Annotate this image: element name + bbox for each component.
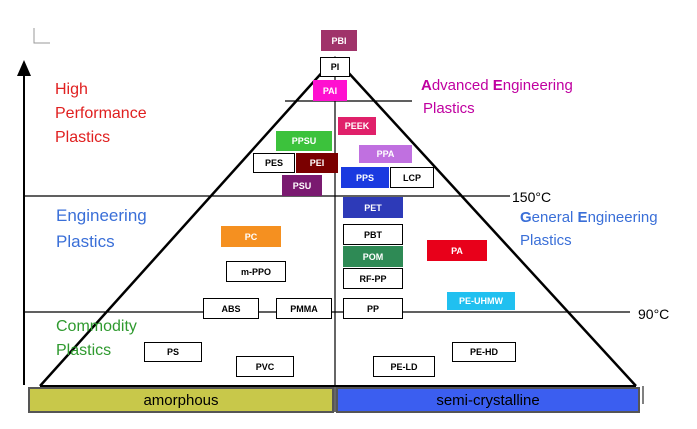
temp-90-label: 90°C: [638, 306, 670, 322]
polymer-pbi: PBI: [321, 30, 357, 51]
polymer-psu: PSU: [282, 175, 322, 196]
temp-150-label: 150°C: [512, 189, 552, 205]
polymer-peek: PEEK: [338, 117, 376, 135]
commodity-plastics-label: Commodity Plastics: [56, 315, 137, 363]
high-performance-line3: Plastics: [55, 129, 111, 146]
polymer-pc: PC: [221, 226, 281, 247]
semi-crystalline-bar: semi-crystalline: [336, 387, 640, 413]
polymer-abs: ABS: [203, 298, 259, 319]
commodity-line1: Commodity: [56, 318, 137, 335]
temperature-axis-arrowhead: [17, 60, 31, 76]
polymer-rf-pp: RF-PP: [343, 268, 403, 289]
polymer-pes: PES: [253, 153, 295, 173]
engineering-plastics-label: Engineering Plastics: [56, 203, 147, 254]
commodity-line2: Plastics: [56, 342, 112, 359]
high-performance-label: High Performance Plastics: [55, 78, 147, 150]
general-engineering-label: General Engineering Plastics: [520, 207, 658, 252]
advanced-engineering-line2: Plastics: [423, 99, 475, 117]
polymer-pet: PET: [343, 197, 403, 218]
polymer-ps: PS: [144, 342, 202, 362]
polymer-pps: PPS: [341, 167, 389, 188]
polymer-pp: PP: [343, 298, 403, 319]
general-engineering-line2: Plastics: [520, 231, 572, 249]
polymer-pai: PAI: [313, 80, 347, 101]
polymer-lcp: LCP: [390, 167, 434, 188]
polymer-ppsu: PPSU: [276, 131, 332, 151]
high-performance-line2: Performance: [55, 105, 147, 122]
polymer-pmma: PMMA: [276, 298, 332, 319]
advanced-engineering-line1: Advanced Engineering: [421, 77, 573, 94]
engineering-line1: Engineering: [56, 206, 147, 225]
polymer-pi: PI: [320, 57, 350, 77]
polymer-pom: POM: [343, 246, 403, 267]
polymer-ppa: PPA: [359, 145, 412, 163]
polymer-pe-ld: PE-LD: [373, 356, 435, 377]
corner-mark: [33, 28, 50, 44]
polymer-pe-uhmw: PE-UHMW: [447, 292, 515, 310]
polymer-pei: PEI: [296, 153, 338, 173]
polymer-pa: PA: [427, 240, 487, 261]
high-performance-line1: High: [55, 81, 88, 98]
general-engineering-line1: General Engineering: [520, 209, 658, 226]
polymer-pbt: PBT: [343, 224, 403, 245]
amorphous-bar: amorphous: [28, 387, 334, 413]
advanced-engineering-label: Advanced Engineering Plastics: [421, 75, 573, 120]
engineering-line2: Plastics: [56, 231, 115, 251]
polymer-pe-hd: PE-HD: [452, 342, 516, 362]
polymer-m-ppo: m-PPO: [226, 261, 286, 282]
polymer-pvc: PVC: [236, 356, 294, 377]
